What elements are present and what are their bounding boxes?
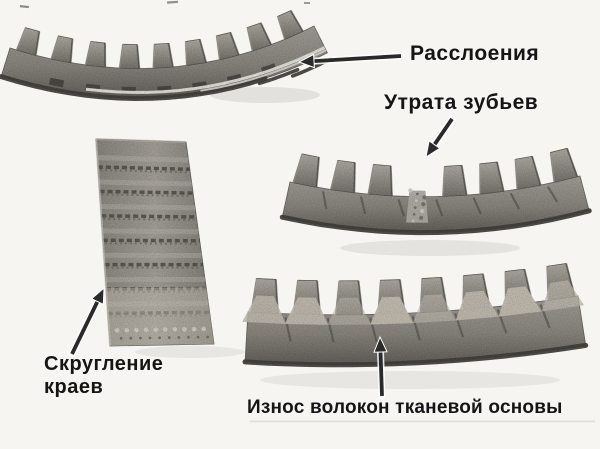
fabric-wear-arrow-icon: [373, 335, 388, 400]
photo-soft-shadows: [135, 87, 560, 389]
label-edge-rounding: Скругление краев: [44, 353, 164, 398]
label-delamination: Расслоения: [410, 42, 540, 65]
delamination-arrow-icon: [297, 52, 405, 69]
belt-photo-edge-rounding: [95, 138, 215, 347]
tooth-loss-arrow-icon: [425, 115, 456, 159]
label-tooth-loss: Утрата зубьев: [384, 91, 539, 114]
belt-photo-fabric-wear: [242, 263, 589, 368]
edge-rounding-arrow-icon: [68, 286, 105, 358]
scan-artifacts: [19, 0, 595, 423]
label-fabric-wear: Износ волокон тканевой основы: [247, 397, 563, 418]
belt-photo-delamination: [0, 10, 333, 102]
belt-photo-tooth-loss: [279, 148, 592, 236]
